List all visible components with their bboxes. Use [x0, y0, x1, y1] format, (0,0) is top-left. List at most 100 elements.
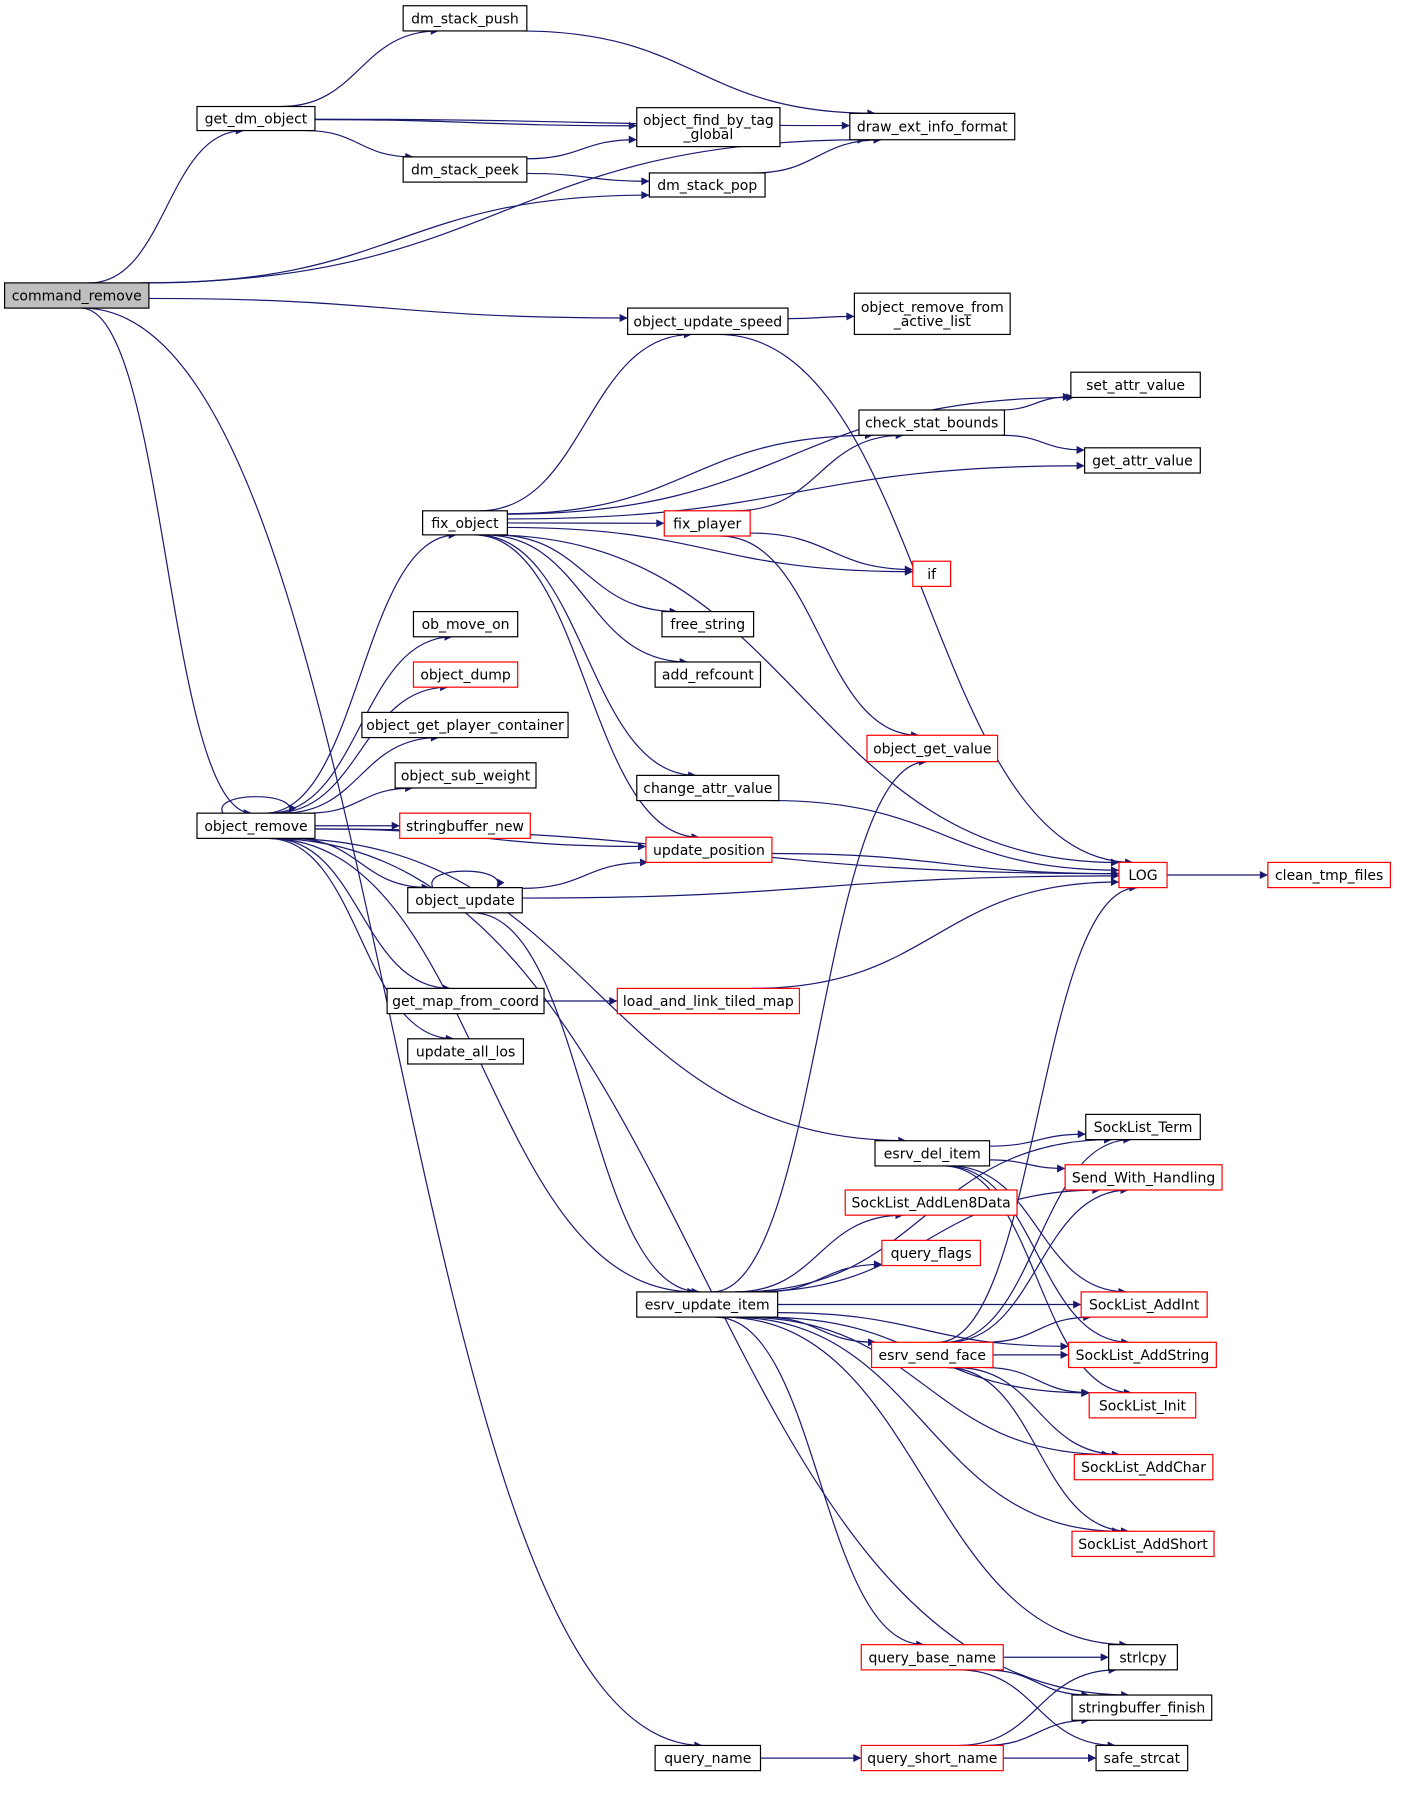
node-get-attr-value[interactable]: get_attr_value: [1084, 447, 1201, 474]
node-box: [422, 510, 508, 536]
node-check-stat-bounds[interactable]: check_stat_bounds: [858, 409, 1006, 436]
node-label: object_get_value: [873, 741, 991, 757]
node-label: object_find_by_tag_global: [643, 113, 774, 143]
edge-check_stat_bounds-to-get_attr_value: [1001, 434, 1085, 455]
edge-command_remove-to-dm_stack_pop: [148, 191, 650, 284]
node-free-string[interactable]: free_string: [661, 610, 755, 638]
node-SockList-Term[interactable]: SockList_Term: [1085, 1113, 1201, 1141]
edge-object_remove-to-object_dump: [273, 683, 449, 814]
node-SockList-AddShort[interactable]: SockList_AddShort: [1071, 1530, 1215, 1558]
edge-query_base_name-to-stringbuffer_finish: [984, 1669, 1090, 1700]
node-object-get-value[interactable]: object_get_value: [866, 734, 999, 763]
edge-esrv_update_item-to-SockList_AddLen8Data: [734, 1211, 904, 1293]
edge-get_dm_object-to-object_find_by_tag_global: [314, 119, 637, 130]
node-box: [407, 887, 523, 914]
node-object-find-by-tag-global[interactable]: object_find_by_tag_global: [636, 107, 781, 148]
node-layer: command_remove get_dm_object dm_stack_push…: [3, 5, 1392, 1772]
edge-esrv_send_face-to-SockList_Init: [984, 1366, 1090, 1397]
node-change-attr-value[interactable]: change_attr_value: [636, 774, 780, 802]
edge-fix_object-to-change_attr_value: [476, 534, 697, 780]
node-query-base-name[interactable]: query_base_name: [860, 1644, 1004, 1671]
node-command-remove[interactable]: command_remove: [3, 282, 150, 309]
node-label: update_position: [653, 843, 765, 859]
node-SockList-AddChar[interactable]: SockList_AddChar: [1073, 1453, 1214, 1481]
node-query-name[interactable]: query_name: [654, 1744, 762, 1772]
node-strlcpy[interactable]: strlcpy: [1108, 1644, 1178, 1671]
node-label: command_remove: [12, 288, 142, 304]
node-object-update-speed[interactable]: object_update_speed: [627, 307, 789, 336]
edge-command_remove-to-draw_ext_info_format: [140, 135, 866, 284]
node-box: [853, 292, 1011, 336]
edge-esrv_update_item-to-query_base_name: [715, 1316, 925, 1649]
edge-esrv_update_item-to-strlcpy: [722, 1316, 1128, 1649]
edge-change_attr_value-to-LOG: [770, 799, 1119, 875]
edge-load_and_link_tiled_map-to-LOG: [751, 877, 1119, 989]
node-label: object_get_player_container: [366, 718, 564, 734]
edge-fix_object-to-set_attr_value: [507, 393, 1075, 515]
node-box: [1267, 861, 1392, 889]
edge-esrv_del_item-to-Send_With_Handling: [989, 1159, 1066, 1173]
edge-esrv_send_face-to-SockList_AddInt: [985, 1313, 1092, 1343]
edge-object_remove-to-update_all_los: [267, 837, 454, 1043]
node-box: [866, 734, 999, 763]
node-query-short-name[interactable]: query_short_name: [860, 1744, 1004, 1772]
node-box: [1095, 1744, 1189, 1772]
node-Send-With-Handling[interactable]: Send_With_Handling: [1064, 1164, 1223, 1191]
node-clean-tmp-files[interactable]: clean_tmp_files: [1267, 861, 1392, 889]
node-box: [386, 987, 545, 1015]
node-object-remove[interactable]: object_remove: [196, 812, 316, 839]
edge-command_remove-to-object_remove: [80, 307, 252, 818]
node-fix-object[interactable]: fix_object: [422, 510, 508, 536]
node-fix-player[interactable]: fix_player: [663, 510, 751, 537]
node-SockList-AddInt[interactable]: SockList_AddInt: [1080, 1291, 1208, 1318]
node-load-and-link-tiled-map[interactable]: load_and_link_tiled_map: [616, 987, 801, 1015]
node-box: [849, 112, 1016, 141]
node-esrv-send-face[interactable]: esrv_send_face: [870, 1341, 994, 1369]
node-SockList-AddLen8Data[interactable]: SockList_AddLen8Data: [844, 1189, 1018, 1216]
edge-esrv_send_face-to-SockList_AddChar: [955, 1366, 1120, 1459]
node-object-sub-weight[interactable]: object_sub_weight: [394, 762, 537, 789]
edge-esrv_del_item-to-SockList_AddString: [945, 1165, 1130, 1347]
node-esrv-update-item[interactable]: esrv_update_item: [636, 1291, 779, 1318]
node-set-attr-value[interactable]: set_attr_value: [1070, 371, 1201, 399]
node-label: SockList_AddInt: [1089, 1298, 1200, 1314]
node-draw-ext-info-format[interactable]: draw_ext_info_format: [849, 112, 1016, 141]
node-label: dm_stack_pop: [657, 178, 757, 194]
node-dm-stack-push[interactable]: dm_stack_push: [402, 5, 528, 32]
node-stringbuffer-new[interactable]: stringbuffer_new: [399, 812, 531, 839]
node-label: object_update: [415, 893, 514, 909]
node-dm-stack-pop[interactable]: dm_stack_pop: [648, 172, 766, 198]
edge-fix_player-to-object_get_value: [719, 535, 920, 740]
node-object-dump[interactable]: object_dump: [412, 661, 519, 688]
node-esrv-del-item[interactable]: esrv_del_item: [874, 1140, 991, 1167]
node-box: [874, 1140, 991, 1167]
node-safe-strcat[interactable]: safe_strcat: [1095, 1744, 1189, 1772]
edge-esrv_del_item-to-SockList_AddInt: [949, 1165, 1127, 1296]
node-box: [636, 1291, 779, 1318]
node-label: load_and_link_tiled_map: [623, 994, 794, 1010]
node-object-update[interactable]: object_update: [407, 887, 523, 914]
node-label: get_dm_object: [205, 112, 308, 128]
node-label: object_remove_from_active_list: [861, 300, 1004, 330]
node-box: [661, 610, 755, 638]
node-get-dm-object[interactable]: get_dm_object: [196, 105, 316, 132]
edge-esrv_del_item-to-SockList_Term: [989, 1130, 1086, 1147]
node-if[interactable]: if: [912, 560, 952, 587]
edge-object_update-to-LOG: [522, 871, 1119, 899]
node-label: object_update_speed: [633, 314, 782, 330]
node-query-flags[interactable]: query_flags: [881, 1239, 981, 1267]
node-SockList-AddString[interactable]: SockList_AddString: [1067, 1341, 1217, 1369]
node-object-remove-from-active-list[interactable]: object_remove_from_active_list: [853, 292, 1011, 336]
edge-esrv_update_item-to-SockList_AddChar: [741, 1316, 1110, 1459]
node-dm-stack-peek[interactable]: dm_stack_peek: [402, 156, 528, 183]
node-SockList-Init[interactable]: SockList_Init: [1088, 1392, 1197, 1419]
node-add-refcount[interactable]: add_refcount: [654, 661, 762, 688]
node-box: [636, 107, 781, 148]
node-ob-move-on[interactable]: ob_move_on: [412, 610, 519, 638]
node-stringbuffer-finish[interactable]: stringbuffer_finish: [1071, 1694, 1213, 1721]
node-update-all-los[interactable]: update_all_los: [407, 1038, 525, 1065]
node-get-map-from-coord[interactable]: get_map_from_coord: [386, 987, 545, 1015]
node-LOG[interactable]: LOG: [1118, 861, 1168, 889]
node-update-position[interactable]: update_position: [645, 836, 773, 864]
node-object-get-player-container[interactable]: object_get_player_container: [361, 711, 569, 739]
